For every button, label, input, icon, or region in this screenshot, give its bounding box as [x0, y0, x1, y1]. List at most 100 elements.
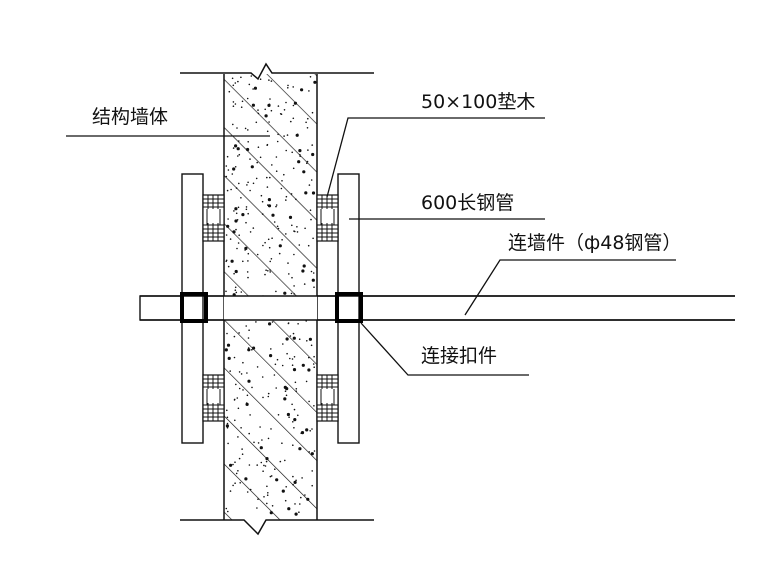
timber-pad-right-lower	[316, 374, 339, 422]
concrete-speckle	[247, 129, 249, 131]
concrete-speckle	[238, 387, 241, 390]
concrete-speckle	[271, 237, 273, 239]
concrete-speckle	[265, 460, 268, 463]
concrete-speckle	[238, 371, 241, 373]
concrete-speckle	[251, 349, 253, 351]
concrete-speckle	[308, 356, 310, 359]
concrete-speckle	[263, 496, 265, 498]
concrete-speckle	[245, 221, 247, 224]
concrete-speckle	[247, 252, 250, 255]
concrete-speckle	[226, 422, 229, 425]
concrete-speckle	[234, 286, 237, 289]
concrete-speckle	[311, 144, 314, 146]
label-structural-wall: 结构墙体	[92, 106, 169, 128]
concrete-speckle	[287, 507, 291, 511]
concrete-speckle	[256, 366, 259, 368]
concrete-speckle	[265, 269, 267, 272]
concrete-speckle	[256, 464, 259, 466]
concrete-speckle	[293, 253, 295, 256]
concrete-speckle	[292, 483, 294, 486]
concrete-speckle	[307, 368, 311, 372]
label-timber-pad: 50×100垫木	[421, 91, 536, 113]
concrete-speckle	[298, 511, 300, 513]
concrete-speckle	[247, 379, 251, 383]
concrete-speckle	[284, 459, 286, 462]
concrete-speckle	[234, 82, 237, 84]
concrete-speckle	[244, 477, 248, 481]
label-coupler: 连接扣件	[421, 345, 498, 367]
concrete-speckle	[277, 414, 280, 416]
concrete-speckle	[231, 77, 234, 80]
concrete-speckle	[285, 199, 287, 201]
concrete-speckle	[293, 285, 295, 287]
concrete-speckle	[259, 446, 263, 450]
concrete-speckle	[251, 103, 255, 107]
concrete-speckle	[267, 270, 269, 272]
concrete-speckle	[285, 101, 287, 104]
concrete-speckle	[245, 325, 247, 327]
concrete-speckle	[246, 372, 248, 374]
concrete-speckle	[275, 290, 277, 293]
concrete-speckle	[225, 165, 228, 167]
concrete-speckle	[304, 191, 308, 195]
concrete-speckle	[267, 198, 271, 202]
concrete-speckle	[309, 76, 312, 78]
left-short-steel-pipe	[181, 173, 204, 444]
concrete-speckle	[260, 461, 263, 464]
concrete-speckle	[311, 152, 315, 157]
concrete-speckle	[257, 112, 260, 115]
concrete-speckle	[234, 419, 236, 422]
concrete-speckle	[307, 117, 309, 120]
concrete-speckle	[308, 400, 310, 403]
concrete-speckle	[269, 98, 271, 100]
concrete-speckle	[302, 170, 306, 174]
concrete-speckle	[306, 340, 308, 342]
leader-tie	[464, 259, 676, 316]
concrete-speckle	[229, 490, 232, 492]
timber-pads	[202, 194, 339, 422]
concrete-speckle	[246, 97, 249, 100]
concrete-speckle	[271, 321, 274, 323]
concrete-speckle	[285, 149, 288, 152]
concrete-speckle	[297, 414, 299, 417]
concrete-speckle	[266, 186, 269, 188]
concrete-speckle	[256, 161, 259, 164]
concrete-speckle	[246, 394, 249, 397]
concrete-speckle	[232, 167, 236, 171]
concrete-speckle	[313, 366, 316, 369]
concrete-speckle	[296, 133, 299, 136]
concrete-speckle	[292, 117, 295, 120]
concrete-speckle	[306, 497, 310, 501]
concrete-speckle	[299, 154, 301, 156]
leader-coupler	[360, 322, 529, 376]
concrete-speckle	[278, 252, 281, 255]
concrete-speckle	[300, 431, 305, 435]
concrete-speckle	[237, 436, 239, 438]
concrete-speckle	[264, 273, 266, 276]
concrete-speckle	[235, 212, 238, 215]
concrete-speckle	[308, 90, 310, 92]
concrete-speckle	[232, 105, 235, 107]
concrete-speckle	[279, 460, 282, 463]
concrete-speckle	[248, 83, 251, 86]
concrete-speckle	[305, 121, 307, 124]
concrete-speckle	[310, 179, 313, 181]
concrete-speckle	[225, 260, 227, 263]
concrete-speckle	[301, 363, 305, 367]
concrete-speckle	[226, 409, 228, 412]
concrete-speckle	[269, 475, 272, 478]
concrete-speckle	[267, 492, 269, 494]
concrete-speckle	[307, 244, 310, 247]
concrete-speckle	[313, 286, 315, 289]
concrete-speckle	[238, 457, 241, 460]
concrete-speckle	[229, 370, 231, 372]
concrete-speckle	[227, 218, 229, 220]
concrete-speckle	[226, 332, 228, 335]
concrete-speckle	[281, 180, 283, 182]
concrete-speckle	[270, 109, 273, 112]
concrete-speckle	[299, 503, 301, 505]
concrete-speckle	[288, 416, 290, 419]
concrete-speckle	[274, 468, 276, 471]
concrete-speckle	[249, 414, 251, 416]
concrete-speckle	[275, 478, 279, 482]
